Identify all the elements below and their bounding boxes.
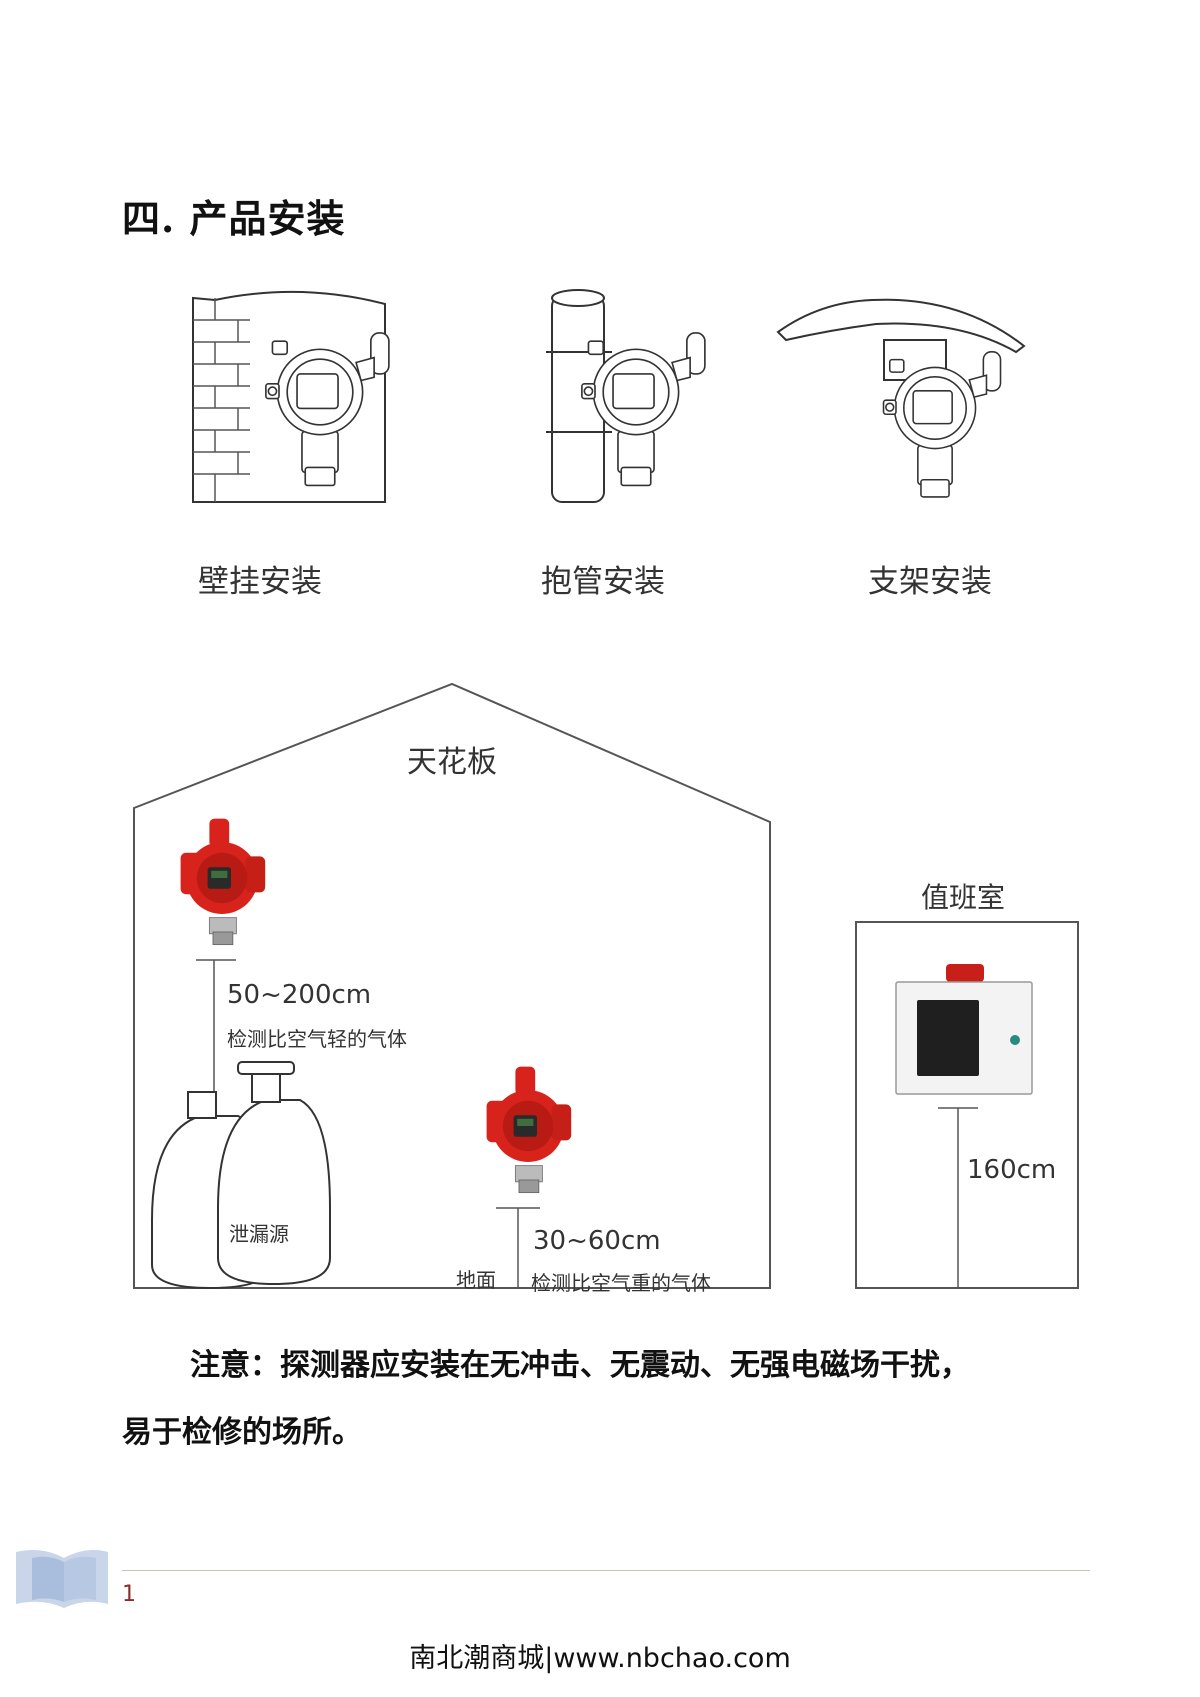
footer-rule — [122, 1570, 1090, 1571]
install-illustrations — [192, 289, 1026, 503]
controller-panel — [895, 964, 1033, 1109]
book-logo-icon — [16, 1550, 108, 1608]
section-title: 四. 产品安装 — [122, 196, 346, 241]
lower-detector-note: 检测比空气重的气体 — [531, 1271, 711, 1295]
page-number: 1 — [122, 1582, 136, 1607]
controller-height: 160cm — [967, 1155, 1057, 1185]
notice-line-2: 易于检修的场所。 — [122, 1415, 362, 1450]
floor-label: 地面 — [456, 1268, 496, 1292]
caption-pipe-mount: 抱管安装 — [541, 564, 665, 600]
leak-source-label: 泄漏源 — [229, 1222, 289, 1246]
notice-line-1: 注意：探测器应安装在无冲击、无震动、无强电磁场干扰， — [190, 1348, 970, 1383]
site-link[interactable]: 南北潮商城|www.nbchao.com — [409, 1643, 791, 1674]
upper-detector-height: 50~200cm — [227, 980, 372, 1010]
pipe-mount-illustration — [546, 289, 706, 503]
caption-bracket-mount: 支架安装 — [868, 564, 992, 600]
room-diagram — [133, 682, 1079, 1290]
lower-detector-height: 30~60cm — [533, 1226, 661, 1256]
bracket-mount-illustration — [776, 298, 1026, 498]
wall-mount-illustration — [192, 290, 390, 503]
upper-detector-note: 检测比空气轻的气体 — [227, 1027, 407, 1051]
caption-wall-mount: 壁挂安装 — [198, 564, 322, 600]
gas-cylinders — [151, 1061, 331, 1290]
duty-room-label: 值班室 — [921, 881, 1006, 914]
ceiling-label: 天花板 — [407, 745, 497, 780]
